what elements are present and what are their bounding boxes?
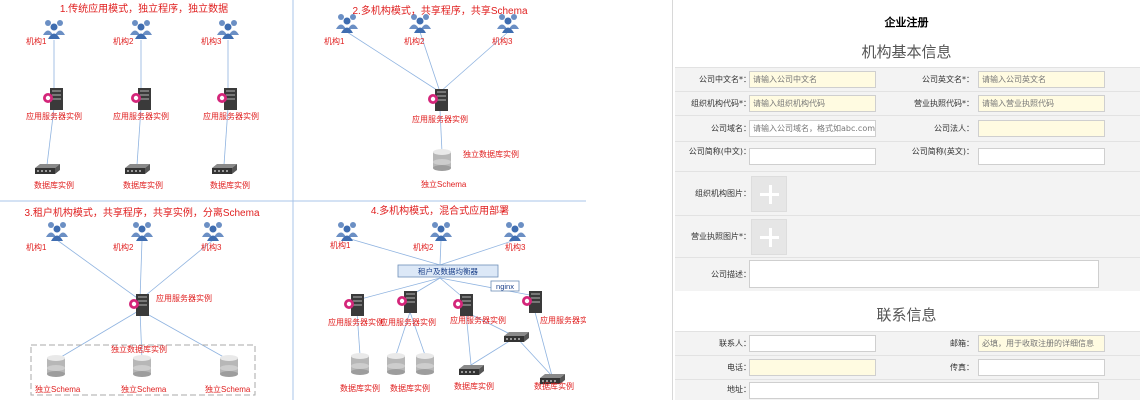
contact-person-label: 联系人：	[719, 339, 751, 348]
cn-name-label: 公司中文名*：	[699, 75, 751, 84]
db-instance-label: 数据库实例	[454, 381, 494, 391]
org-label: 机构3	[201, 242, 222, 252]
shared-db-label: 独立数据库实例	[111, 344, 167, 354]
fax-label: 传真：	[950, 363, 974, 372]
license-image-label: 营业执照图片*：	[691, 232, 751, 241]
panel-3-title: 3.租户机构模式，共享程序，共享实例，分离Schema	[24, 206, 259, 219]
form-row: 公司描述：	[675, 257, 1140, 291]
org-label: 机构3	[505, 242, 526, 252]
form-row: 公司中文名*： 请输入公司中文名 公司英文名*： 请输入公司英文名	[675, 67, 1140, 91]
app-server-label: 应用服务器实例	[540, 315, 586, 325]
schema-label: 独立Schema	[121, 384, 167, 394]
address-input[interactable]	[749, 382, 1099, 399]
form-row: 公司域名： 请输入公司域名，格式如abc.com 公司法人：	[675, 115, 1140, 141]
form-row: 地址：	[675, 379, 1140, 400]
schema-label: 独立Schema	[35, 384, 81, 394]
schema-group-box	[30, 344, 256, 396]
section-contact-title: 联系信息	[876, 306, 937, 324]
phone-label: 电话：	[727, 363, 751, 372]
app-server-label: 应用服务器实例	[113, 111, 169, 121]
license-code-label: 营业执照代码*：	[914, 99, 974, 108]
db-instance-label: 数据库实例	[390, 383, 430, 393]
phone-input[interactable]	[749, 359, 876, 376]
db-instance-label: 数据库实例	[123, 180, 163, 190]
load-balancer-label: 租户及数据均衡器	[418, 266, 478, 276]
form-title: 企业注册	[884, 16, 929, 29]
schema-label: 独立Schema	[205, 384, 251, 394]
nginx-label: nginx	[496, 282, 514, 291]
panel-1-title: 1.传统应用模式，独立程序，独立数据	[60, 2, 228, 15]
schema-label: 独立Schema	[421, 179, 467, 189]
db-instance-label: 数据库实例	[340, 383, 380, 393]
fax-input[interactable]	[978, 359, 1105, 376]
db-instance-label: 数据库实例	[210, 180, 250, 190]
org-label: 机构2	[404, 36, 425, 46]
org-label: 机构2	[113, 242, 134, 252]
en-name-input[interactable]: 请输入公司英文名	[978, 71, 1105, 88]
registration-form: 企业注册 机构基本信息 公司中文名*： 请输入公司中文名 公司英文名*： 请输入…	[672, 0, 1140, 400]
cn-name-input[interactable]: 请输入公司中文名	[749, 71, 876, 88]
license-code-input[interactable]: 请输入营业执照代码	[978, 95, 1105, 112]
db-instance-label: 数据库实例	[34, 180, 74, 190]
org-label: 机构3	[492, 36, 513, 46]
en-name-label: 公司英文名*：	[922, 75, 974, 84]
org-label: 机构3	[201, 36, 222, 46]
form-row: 联系人： 邮箱： 必填，用于收取注册的详细信息	[675, 331, 1140, 355]
legal-person-label: 公司法人：	[934, 124, 974, 133]
section-basic-title: 机构基本信息	[861, 43, 952, 61]
description-label: 公司描述：	[711, 270, 751, 279]
legal-person-input[interactable]	[978, 120, 1105, 137]
app-server-label: 应用服务器实例	[26, 111, 82, 121]
org-label: 机构1	[324, 36, 345, 46]
form-row: 组织机构图片：	[675, 171, 1140, 215]
form-row: 营业执照图片*：	[675, 215, 1140, 257]
org-label: 机构1	[26, 242, 47, 252]
short-cn-label: 公司简称(中文)：	[688, 147, 751, 156]
app-server-label: 应用服务器实例	[203, 111, 259, 121]
db-instance-label: 数据库实例	[534, 381, 574, 391]
short-cn-input[interactable]	[749, 148, 876, 165]
architecture-diagram: 1.传统应用模式，独立程序，独立数据 2.多机构模式，共享程序，共享Schema…	[0, 0, 586, 400]
shared-db-label: 独立数据库实例	[463, 149, 519, 159]
email-input[interactable]: 必填，用于收取注册的详细信息	[978, 335, 1105, 352]
form-row: 电话： 传真：	[675, 355, 1140, 379]
short-en-input[interactable]	[978, 148, 1105, 165]
org-label: 机构1	[330, 240, 351, 250]
address-label: 地址：	[727, 385, 751, 394]
panel-4-title: 4.多机构模式，混合式应用部署	[371, 204, 509, 217]
app-server-label: 应用服务器实例	[450, 315, 506, 325]
domain-label: 公司域名：	[711, 124, 751, 133]
panel-2-title: 2.多机构模式，共享程序，共享Schema	[352, 4, 527, 17]
org-image-upload[interactable]	[751, 176, 787, 212]
app-server-label: 应用服务器实例	[412, 114, 468, 124]
org-code-input[interactable]: 请输入组织机构代码	[749, 95, 876, 112]
form-row: 公司简称(中文)： 公司简称(英文)：	[675, 141, 1140, 171]
description-textarea[interactable]	[749, 260, 1099, 288]
short-en-label: 公司简称(英文)：	[911, 147, 974, 156]
contact-person-input[interactable]	[749, 335, 876, 352]
app-server-label: 应用服务器实例	[380, 317, 436, 327]
app-server-label: 应用服务器实例	[156, 293, 212, 303]
email-label: 邮箱：	[950, 339, 974, 348]
org-code-label: 组织机构代码*：	[691, 99, 751, 108]
license-image-upload[interactable]	[751, 219, 787, 255]
org-label: 机构2	[413, 242, 434, 252]
load-balancer-box	[397, 264, 499, 278]
org-label: 机构1	[26, 36, 47, 46]
form-row: 组织机构代码*： 请输入组织机构代码 营业执照代码*： 请输入营业执照代码	[675, 91, 1140, 115]
org-image-label: 组织机构图片：	[695, 189, 751, 198]
org-label: 机构2	[113, 36, 134, 46]
app-server-label: 应用服务器实例	[328, 317, 384, 327]
nginx-box	[490, 280, 520, 292]
domain-input[interactable]: 请输入公司域名，格式如abc.com	[749, 120, 876, 137]
